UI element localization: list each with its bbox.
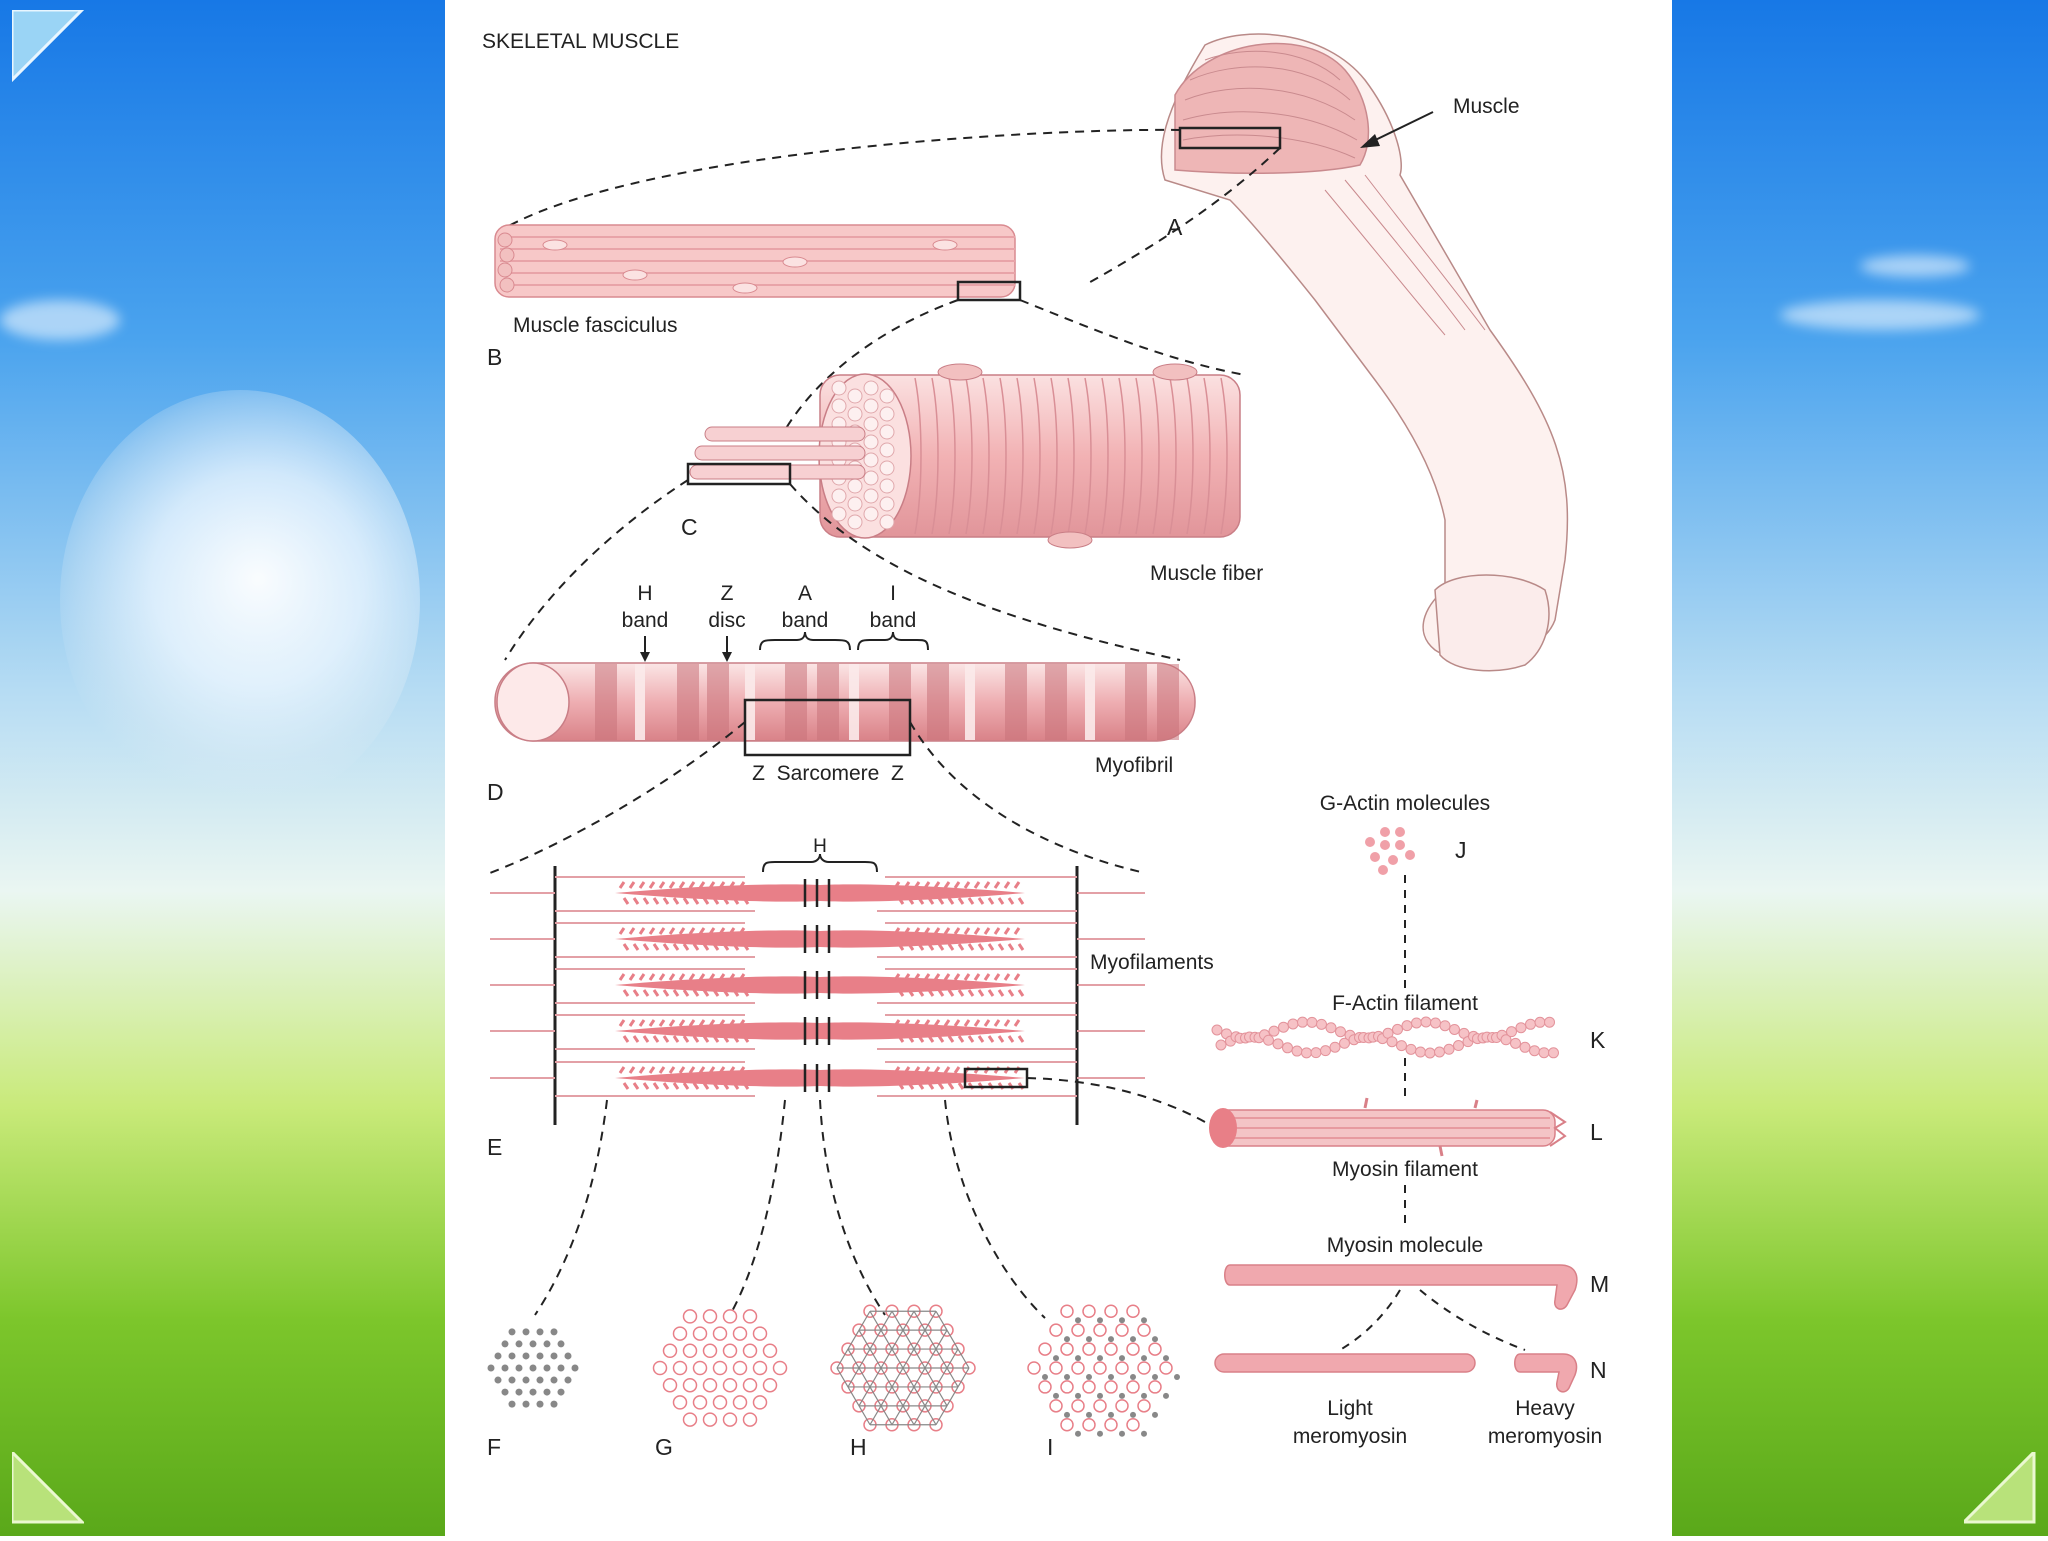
muscle-fiber: C Muscle fiber bbox=[681, 363, 1263, 585]
label-l: L bbox=[1590, 1119, 1603, 1145]
diagram-title: SKELETAL MUSCLE bbox=[482, 30, 679, 53]
myofibril: H band Z disc A band I band Z Sarcomere … bbox=[487, 582, 1196, 805]
label-muscle-fasciculus: Muscle fasciculus bbox=[513, 314, 678, 337]
myosin-molecule bbox=[1224, 1264, 1578, 1310]
cloud bbox=[1780, 300, 1980, 330]
selection-box bbox=[686, 462, 792, 486]
cross-section-i bbox=[1027, 1304, 1180, 1437]
label-myosin-molecule: Myosin molecule bbox=[1327, 1234, 1483, 1257]
myofilaments: H Myofilaments E bbox=[487, 836, 1214, 1160]
heavy-meromyosin bbox=[1514, 1353, 1578, 1393]
label-g-actin: G-Actin molecules bbox=[1320, 792, 1490, 815]
label-g: G bbox=[655, 1434, 673, 1460]
selection-box bbox=[743, 698, 912, 757]
label-muscle: Muscle bbox=[1453, 95, 1520, 118]
label-myofibril: Myofibril bbox=[1095, 754, 1173, 777]
label-m: M bbox=[1590, 1271, 1609, 1297]
label-i-band: I bbox=[890, 582, 896, 605]
cross-section-g bbox=[652, 1309, 788, 1427]
label-h-band: H bbox=[637, 582, 652, 605]
f-actin-filament bbox=[1211, 1016, 1559, 1059]
label-d: D bbox=[487, 779, 504, 805]
label-muscle-fiber: Muscle fiber bbox=[1150, 562, 1263, 585]
label-h: H bbox=[850, 1434, 867, 1460]
label-f-actin: F-Actin filament bbox=[1332, 992, 1478, 1015]
label-sarcomere: Z Sarcomere Z bbox=[752, 762, 904, 785]
slide-panel: SKELETAL MUSCLE Muscle A bbox=[445, 0, 1672, 1536]
label-myosin-filament: Myosin filament bbox=[1332, 1158, 1478, 1181]
cross-section-f bbox=[487, 1328, 579, 1408]
label-z-disc-2: disc bbox=[708, 609, 745, 632]
label-heavy: Heavy bbox=[1515, 1397, 1575, 1420]
label-z-disc: Z bbox=[721, 582, 734, 605]
label-c: C bbox=[681, 514, 698, 540]
label-a-band: A bbox=[798, 582, 812, 605]
arm-illustration: Muscle A bbox=[1160, 33, 1569, 672]
label-light: Light bbox=[1327, 1397, 1373, 1420]
light-meromyosin bbox=[1214, 1353, 1476, 1373]
selection-box bbox=[1178, 126, 1282, 150]
selection-box bbox=[956, 280, 1022, 302]
corner-triangle-icon bbox=[12, 10, 84, 82]
label-f: F bbox=[487, 1434, 501, 1460]
label-a: A bbox=[1167, 214, 1183, 240]
actin-myosin-column: G-Actin molecules J F-Actin filament K L… bbox=[1209, 792, 1609, 1448]
dandelion-image bbox=[60, 390, 420, 810]
label-heavy-2: meromyosin bbox=[1488, 1425, 1602, 1448]
corner-triangle-icon bbox=[1964, 1452, 2036, 1524]
g-actin-molecules bbox=[1365, 827, 1415, 875]
label-i-band-2: band bbox=[870, 609, 917, 632]
corner-triangle-icon bbox=[12, 1452, 84, 1524]
muscle-fasciculus: Muscle fasciculus B bbox=[487, 224, 1022, 370]
label-e: E bbox=[487, 1134, 502, 1160]
label-n: N bbox=[1590, 1357, 1607, 1383]
label-h-band-2: band bbox=[622, 609, 669, 632]
label-j: J bbox=[1455, 837, 1467, 863]
label-myofilaments: Myofilaments bbox=[1090, 951, 1214, 974]
cloud bbox=[0, 300, 120, 340]
myosin-filament bbox=[1209, 1097, 1567, 1157]
cloud bbox=[1860, 255, 1970, 277]
label-light-2: meromyosin bbox=[1293, 1425, 1407, 1448]
label-h-top: H bbox=[813, 836, 827, 857]
label-a-band-2: band bbox=[782, 609, 829, 632]
cross-section-h bbox=[830, 1304, 976, 1432]
label-b: B bbox=[487, 344, 502, 370]
skeletal-muscle-diagram: SKELETAL MUSCLE Muscle A bbox=[482, 30, 1609, 1460]
label-i: I bbox=[1047, 1434, 1053, 1460]
label-k: K bbox=[1590, 1027, 1606, 1053]
